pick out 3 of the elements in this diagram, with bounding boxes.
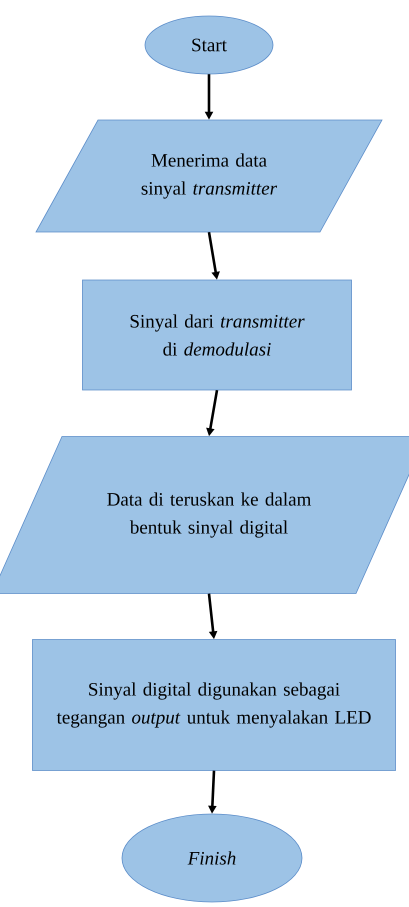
process-box: Sinyal digital digunakan sebagai tegangan output untuk menyalakan LED: [32, 639, 396, 771]
io-parallelogram: Data di teruskan ke dalam bentuk sinyal digital: [0, 436, 409, 594]
process-box: Sinyal dari transmitter di demodulasi: [82, 280, 352, 390]
